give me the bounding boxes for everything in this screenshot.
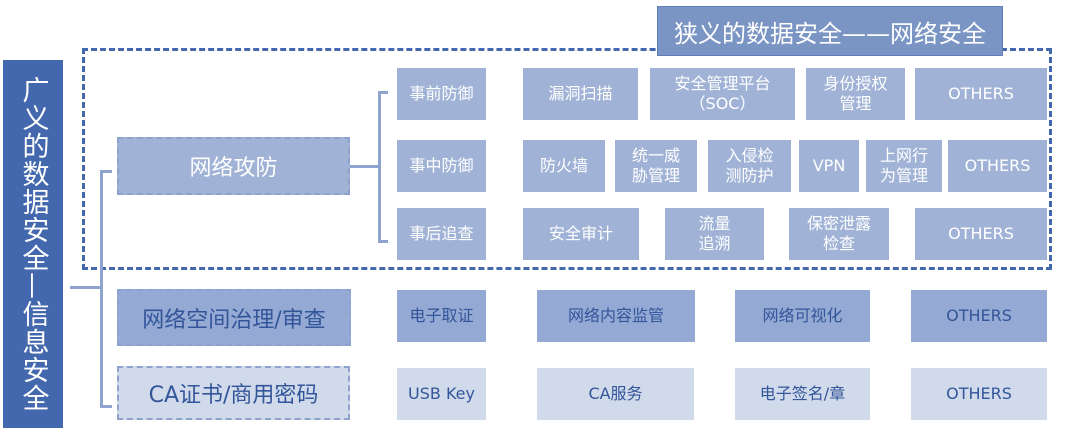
item-others: OTHERS — [911, 368, 1047, 420]
item-others: OTHERS — [948, 140, 1047, 192]
item-behavior-mgmt: 上网行为管理 — [866, 140, 942, 192]
narrow-security-title: 狭义的数据安全——网络安全 — [657, 6, 1003, 56]
item-vpn: VPN — [799, 140, 859, 192]
category-network-attack-defense: 网络攻防 — [117, 137, 350, 195]
item-vuln-scan: 漏洞扫描 — [523, 68, 638, 120]
item-utm: 统一威胁管理 — [615, 140, 697, 192]
connector — [100, 170, 103, 408]
item-pre-defense: 事前防御 — [397, 68, 486, 120]
item-audit: 安全审计 — [523, 208, 639, 260]
category-ca-cryptography: CA证书/商用密码 — [117, 366, 350, 420]
connector — [378, 91, 381, 242]
item-e-forensics: 电子取证 — [397, 290, 486, 342]
connector — [100, 170, 112, 173]
item-others: OTHERS — [915, 68, 1047, 120]
category-cyberspace-governance: 网络空间治理/审查 — [117, 289, 351, 346]
item-leak-check: 保密泄露检查 — [789, 208, 889, 260]
connector — [70, 286, 102, 289]
item-soc: 安全管理平台（SOC） — [650, 68, 795, 120]
item-mid-defense: 事中防御 — [397, 140, 486, 192]
item-others: OTHERS — [911, 290, 1047, 342]
broad-security-label: 广义的数据安全—信息安全 — [3, 60, 63, 428]
item-traffic-trace: 流量追溯 — [665, 208, 764, 260]
item-network-visualization: 网络可视化 — [735, 290, 870, 342]
connector — [378, 240, 388, 243]
item-post-trace: 事后追查 — [397, 208, 486, 260]
item-usb-key: USB Key — [397, 368, 486, 420]
item-firewall: 防火墙 — [523, 140, 605, 192]
item-e-signature: 电子签名/章 — [735, 368, 870, 420]
connector — [100, 405, 112, 408]
connector — [350, 165, 380, 168]
item-content-regulation: 网络内容监管 — [537, 290, 695, 342]
item-ids: 入侵检测防护 — [708, 140, 791, 192]
connector — [378, 91, 388, 94]
item-identity-auth: 身份授权管理 — [806, 68, 905, 120]
item-others: OTHERS — [915, 208, 1047, 260]
narrow-security-boundary — [82, 48, 1052, 270]
item-ca-service: CA服务 — [537, 368, 694, 420]
